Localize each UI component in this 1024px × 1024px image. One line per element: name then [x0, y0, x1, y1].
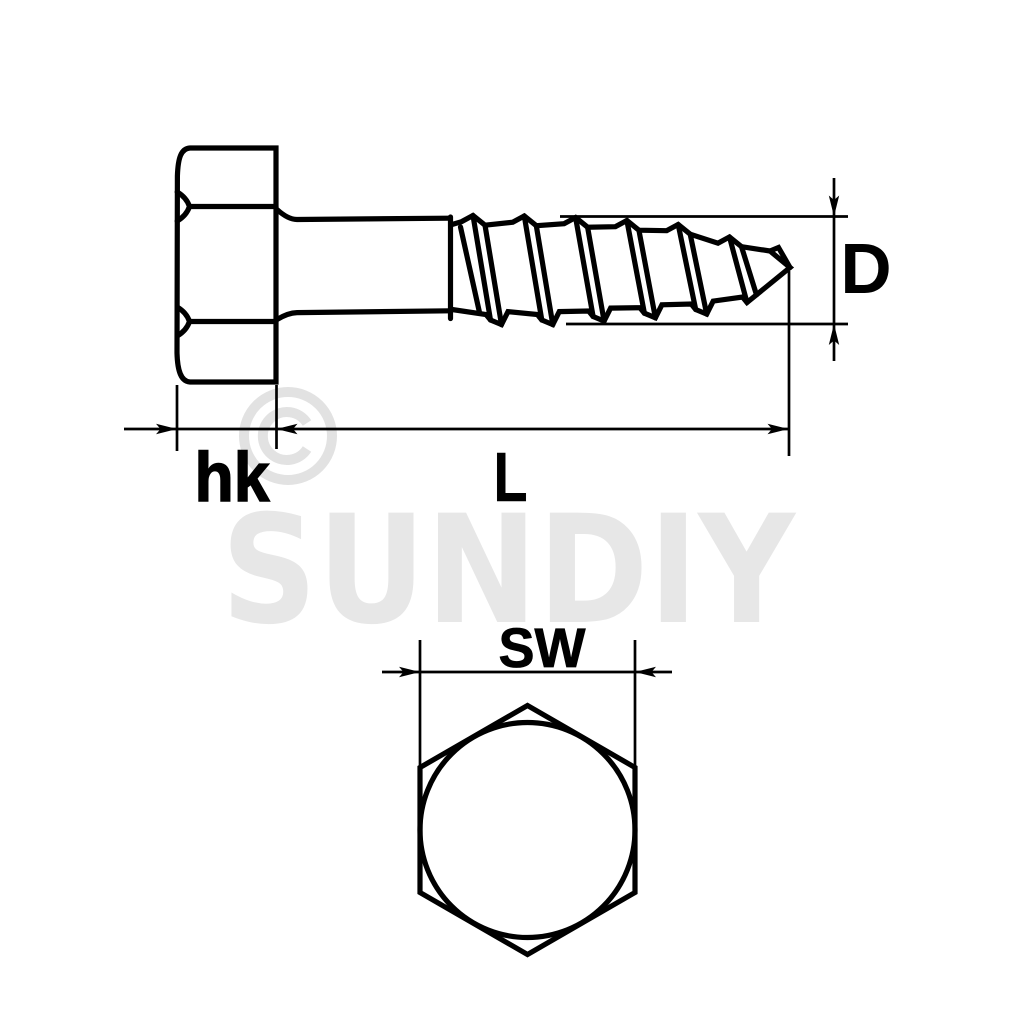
dim-d-label: D — [840, 230, 891, 309]
thread-flank-line — [738, 244, 760, 298]
head-end-view — [417, 702, 638, 958]
thread-flank-line — [521, 213, 545, 323]
thread-tip-crest — [767, 244, 793, 271]
dimension-diameter: D — [560, 178, 892, 361]
thread-flank-line — [687, 231, 710, 317]
hex-head-outline — [174, 145, 279, 385]
thread-flank-line — [624, 217, 648, 316]
thread-flank-line — [675, 221, 699, 313]
thread-flank-line — [636, 227, 659, 321]
thread-flank-line — [533, 223, 556, 328]
shank-top-line — [274, 206, 453, 223]
thread-flank-line — [482, 222, 505, 328]
watermark-brand-text: SUNDIY — [221, 484, 797, 658]
dim-sw-label: SW — [499, 616, 586, 679]
copyright-icon — [239, 387, 337, 485]
thread-flank-line — [470, 212, 494, 323]
dim-hk-label: hk — [195, 438, 270, 516]
watermark-group: SUNDIY — [221, 387, 797, 658]
thread-flank-line — [726, 234, 750, 306]
dimension-hk-and-length: hk L — [124, 271, 791, 517]
thread-flank-line — [584, 224, 607, 324]
inscribed-circle — [417, 719, 638, 941]
shank-bottom-line — [274, 308, 453, 323]
hexagon-outline — [417, 702, 638, 958]
thread-flank-line — [457, 224, 483, 316]
thread-flank-line — [572, 214, 596, 320]
dimension-sw: SW — [382, 616, 672, 770]
screw-side-view — [174, 145, 795, 385]
thread — [449, 212, 795, 328]
dim-l-label: L — [494, 438, 528, 516]
